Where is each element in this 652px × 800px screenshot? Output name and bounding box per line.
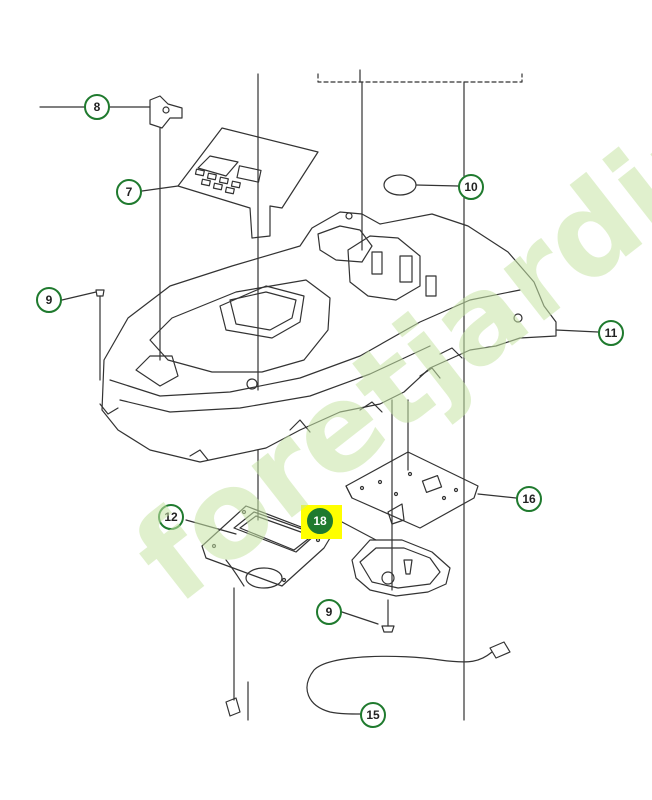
part-tray [351, 539, 451, 597]
callout-7[interactable]: 7 [116, 179, 142, 205]
callout-12[interactable]: 12 [158, 504, 184, 530]
callout-18[interactable]: 18 [307, 508, 333, 534]
part-screw-lower [381, 599, 395, 633]
part-wire-connector [225, 697, 241, 717]
dashed-bracket [317, 73, 523, 83]
part-round-sticker [383, 174, 417, 196]
callout-11[interactable]: 11 [598, 320, 624, 346]
callout-15[interactable]: 15 [360, 702, 386, 728]
part-keypad-overlay [177, 127, 319, 239]
callout-9-upper[interactable]: 9 [36, 287, 62, 313]
callout-9-lower[interactable]: 9 [316, 599, 342, 625]
part-screw-upper [95, 289, 105, 381]
callout-16[interactable]: 16 [516, 486, 542, 512]
part-cable [306, 641, 511, 715]
part-circuit-board [345, 451, 479, 529]
part-body-shell [99, 211, 557, 463]
part-bracket [149, 95, 183, 361]
callout-10[interactable]: 10 [458, 174, 484, 200]
callout-8[interactable]: 8 [84, 94, 110, 120]
